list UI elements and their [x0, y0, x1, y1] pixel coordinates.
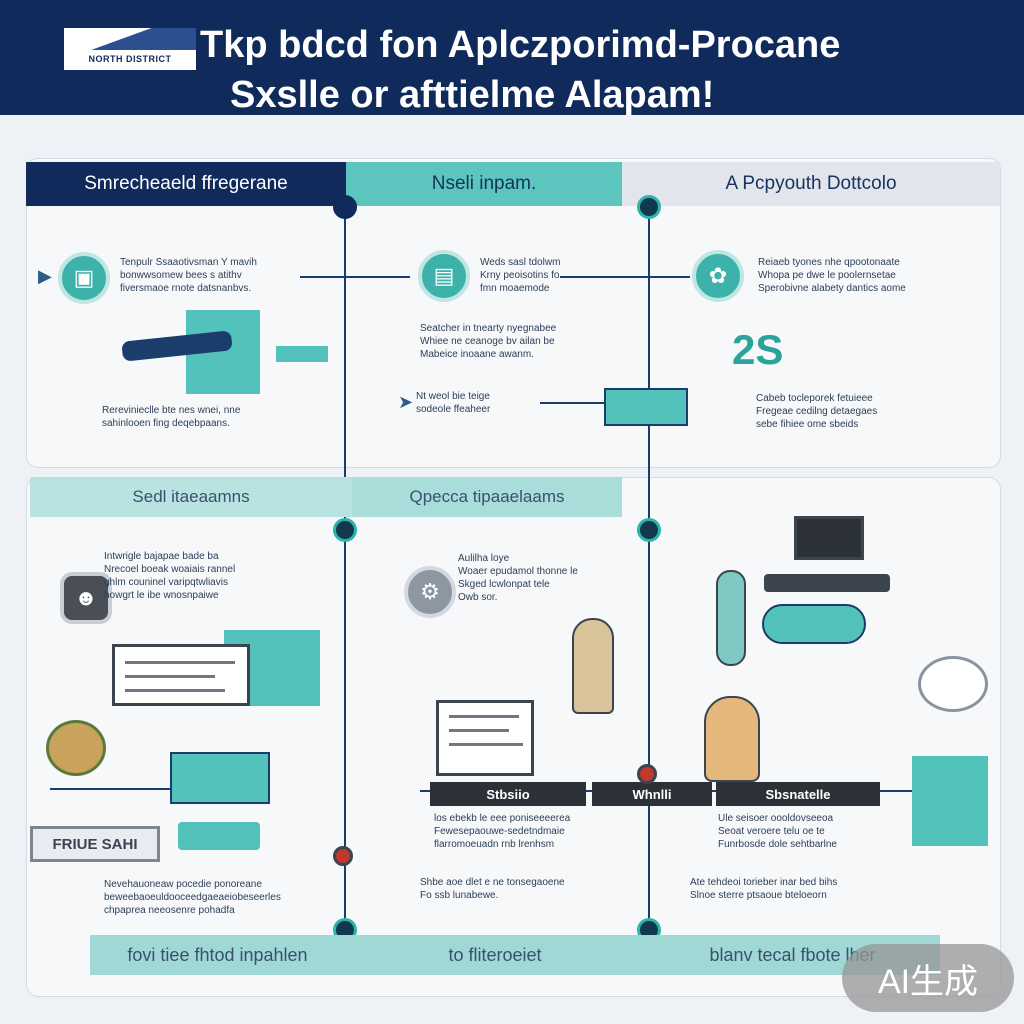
- logo-stripe: [64, 28, 196, 50]
- bridge-icon: [604, 388, 688, 426]
- row2-col2-text-b: los ebekb le eee poniseeeerea Fewesepaou…: [434, 813, 571, 850]
- timeline-node: [637, 518, 661, 542]
- person-illustration: [716, 570, 746, 666]
- monitor-icon: [436, 700, 534, 776]
- section-band-left: Sedl itaeaamns: [30, 477, 352, 517]
- timeline-node: [333, 195, 357, 219]
- connector-row-2: [50, 788, 170, 790]
- row1-col2-text-c: Nt weol bie teige sodeole ffeaheer: [416, 391, 491, 415]
- chart-bubble: [762, 604, 866, 644]
- machine-illustration: [112, 644, 250, 706]
- illustration-tile: [276, 346, 328, 362]
- connector-row-1c: [540, 402, 610, 404]
- monitor-icon: [794, 516, 864, 560]
- illustration-tile: [178, 822, 260, 850]
- folder-icon: ▣: [58, 252, 110, 304]
- page-title-line-2: Sxslle or afttielme Alapam!: [230, 74, 715, 116]
- row1-col1-text-b: Rerevinieclle bte nes wnei, nne sahinloo…: [102, 405, 241, 429]
- header: NORTH DISTRICT Tkp bdcd fon Aplczporimd-…: [0, 0, 1024, 116]
- desk-illustration: [764, 574, 890, 592]
- footer-band-2: to fliteroeiet: [345, 935, 645, 975]
- plant-icon: [46, 720, 106, 776]
- column-header-2: Nseli inpam.: [346, 162, 622, 206]
- connector-row-1b: [560, 276, 690, 278]
- arrow-icon: ▶: [38, 266, 52, 286]
- row2-col3-text-b: Ate tehdeoi torieber inar bed bihs Slnoe…: [690, 877, 838, 901]
- gear-icon: ⚙: [404, 566, 456, 618]
- row1-col3-text-b: Cabeb tocleporek fetuieee Fregeae cediln…: [756, 393, 878, 430]
- logo-badge: NORTH DISTRICT: [64, 28, 196, 70]
- row1-col3-text-a: Reiaeb tyones nhe qpootonaate Whopa pe d…: [758, 257, 906, 294]
- timeline-line-2: [648, 206, 650, 932]
- footer-band-1: fovi tiee fhtod inpahlen: [90, 935, 345, 975]
- row1-col2-text-a: Weds sasl tdolwm Krny peoisotins fo fmn …: [480, 257, 561, 294]
- row2-col1-text-a: Intwrigle bajapae bade ba Nrecoel boeak …: [104, 551, 236, 601]
- label-box: FRIUE SAHI: [30, 826, 160, 862]
- file-icon: ▤: [418, 250, 470, 302]
- ai-watermark: AI生成: [842, 944, 1014, 1012]
- row1-col1-text-a: Tenpulr Ssaaotivsman Y mavih bonwwsomew …: [120, 257, 257, 294]
- person-illustration: [704, 696, 760, 782]
- connector-row-1: [300, 276, 410, 278]
- person-icon: ☻: [60, 572, 112, 624]
- plant-icon: ✿: [692, 250, 744, 302]
- number-graphic: 2S: [732, 326, 784, 373]
- label-bar-2: Whnlli: [592, 782, 712, 806]
- arrow-icon: ➤: [398, 392, 414, 412]
- label-bar-1: Stbsiio: [430, 782, 586, 806]
- timeline-node: [637, 764, 657, 784]
- timeline-node: [637, 195, 661, 219]
- bridge-illustration: [170, 752, 270, 804]
- row1-col2-text-b: Seatcher in tnearty nyegnabee Whiee ne c…: [420, 323, 557, 360]
- page-title-line-1: Tkp bdcd fon Aplczporimd-Procane: [200, 24, 841, 66]
- logo-text: NORTH DISTRICT: [88, 54, 172, 64]
- row2-col2-text-c: Shbe aoe dlet e ne tonsegaoene Fo ssb lu…: [420, 877, 565, 901]
- person-illustration: [572, 618, 614, 714]
- row2-col1-text-b: Nevehauoneaw pocedie ponoreane beweebaoe…: [104, 879, 281, 916]
- row2-col2-text-a: Aulilha loye Woaer epudamol thonne le Sk…: [458, 553, 578, 603]
- timeline-node: [333, 846, 353, 866]
- section-band-right: Qpecca tipaaelaams: [352, 477, 622, 517]
- machine-illustration: [912, 756, 988, 846]
- gear-icon: [918, 656, 988, 712]
- column-header-3: A Pcpyouth Dottcolo: [622, 162, 1000, 206]
- row2-col3-text-a: Ule seisoer oooldovseeoa Seoat veroere t…: [718, 813, 837, 850]
- label-bar-3: Sbsnatelle: [716, 782, 880, 806]
- timeline-line-1: [344, 206, 346, 932]
- timeline-node: [333, 518, 357, 542]
- column-header-1: Smrecheaeld ffregerane: [26, 162, 346, 206]
